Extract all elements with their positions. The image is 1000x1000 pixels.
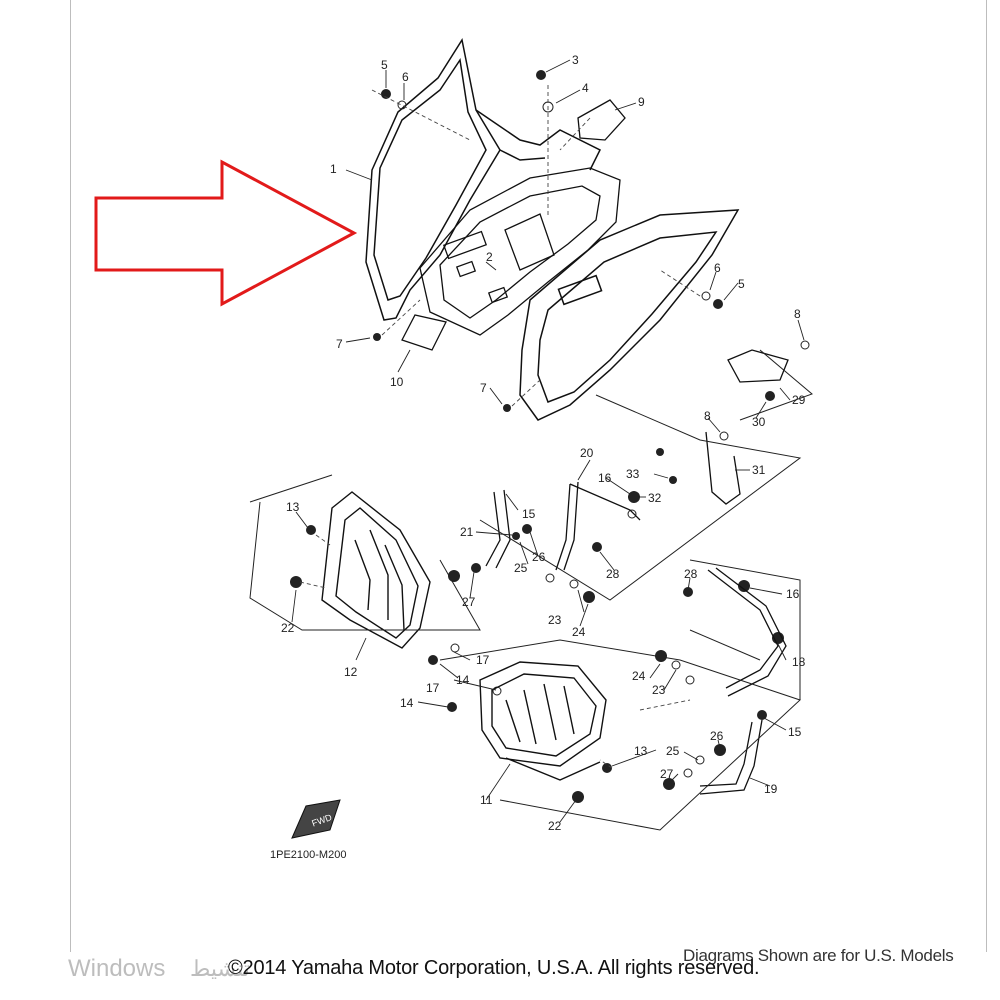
part-10-plate [401, 314, 447, 351]
callout-label: 2 [486, 250, 493, 264]
assembly-outline-boxes [249, 349, 813, 831]
callout-label: 19 [764, 782, 778, 796]
part-1-left-cover [365, 38, 602, 321]
copyright-text: ©2014 Yamaha Motor Corporation, U.S.A. A… [228, 957, 760, 979]
callout-label: 13 [286, 500, 300, 514]
callout-label: 23 [652, 683, 666, 697]
callout-label: 29 [792, 393, 806, 407]
callout-label: 31 [752, 463, 766, 477]
callout-label: 8 [794, 307, 801, 321]
callout-label: 6 [714, 261, 721, 275]
callout-label: 24 [572, 625, 586, 639]
part-code: 1PE2100-M200 [270, 849, 347, 861]
callout-label: 28 [606, 567, 620, 581]
callout-label: 14 [400, 696, 414, 710]
callout-label: 21 [460, 525, 474, 539]
callout-label: 17 [426, 681, 440, 695]
callout-label: 24 [632, 669, 646, 683]
callout-label: 18 [792, 655, 806, 669]
callout-label: 23 [548, 613, 562, 627]
part-11-lower-guard [479, 661, 607, 781]
callout-label: 28 [684, 567, 698, 581]
callout-label: 27 [660, 767, 674, 781]
fwd-indicator-icon: FWD [291, 799, 341, 839]
callout-label: 5 [738, 277, 745, 291]
red-pointer-arrow [94, 159, 358, 307]
callout-label: 16 [786, 587, 800, 601]
callout-label: 27 [462, 595, 476, 609]
part-right-cover [519, 209, 740, 421]
callout-label: 15 [788, 725, 802, 739]
callout-label: 15 [522, 507, 536, 521]
part-12-mud-guard [321, 491, 431, 649]
callout-label: 8 [704, 409, 711, 423]
callout-label: 30 [752, 415, 766, 429]
windows-watermark: Windows [68, 955, 166, 982]
callout-label: 32 [648, 491, 662, 505]
callout-label: 25 [514, 561, 528, 575]
callout-label: 22 [281, 621, 295, 635]
callout-label: 22 [548, 819, 562, 833]
reference-lines [299, 85, 701, 769]
callout-label: 26 [710, 729, 724, 743]
us-models-note: Diagrams Shown are for U.S. Models [683, 946, 954, 965]
callout-label: 6 [402, 70, 409, 84]
callout-label: 16 [598, 471, 612, 485]
callout-label: 5 [381, 58, 388, 72]
fastener-icons [290, 70, 810, 803]
callout-label: 20 [580, 446, 594, 460]
stay-brackets [485, 349, 789, 795]
callout-label: 10 [390, 375, 404, 389]
callout-label: 4 [582, 81, 589, 95]
windows-watermark-arabic: تنشيط [190, 956, 250, 981]
callout-label: 7 [480, 381, 487, 395]
callout-label: 13 [634, 744, 648, 758]
callout-label: 11 [480, 793, 493, 807]
part-9-bracket [577, 99, 626, 141]
callout-label: 3 [572, 53, 579, 67]
leader-lines [291, 59, 805, 823]
callout-labels: 1 2 3 4 5 5 6 6 7 7 7 8 8 9 10 11 12 13 … [281, 53, 806, 833]
callout-label: 33 [626, 467, 640, 481]
callout-label: 25 [666, 744, 680, 758]
callout-label: 14 [456, 673, 470, 687]
callout-label: 1 [330, 162, 337, 176]
callout-label: 17 [476, 653, 490, 667]
callout-label: 9 [638, 95, 645, 109]
callout-label: 26 [532, 550, 546, 564]
callout-label: 7 [336, 337, 343, 351]
callout-label: 12 [344, 665, 358, 679]
diagram-frame [70, 0, 987, 952]
part-2-center-frame [419, 167, 621, 336]
